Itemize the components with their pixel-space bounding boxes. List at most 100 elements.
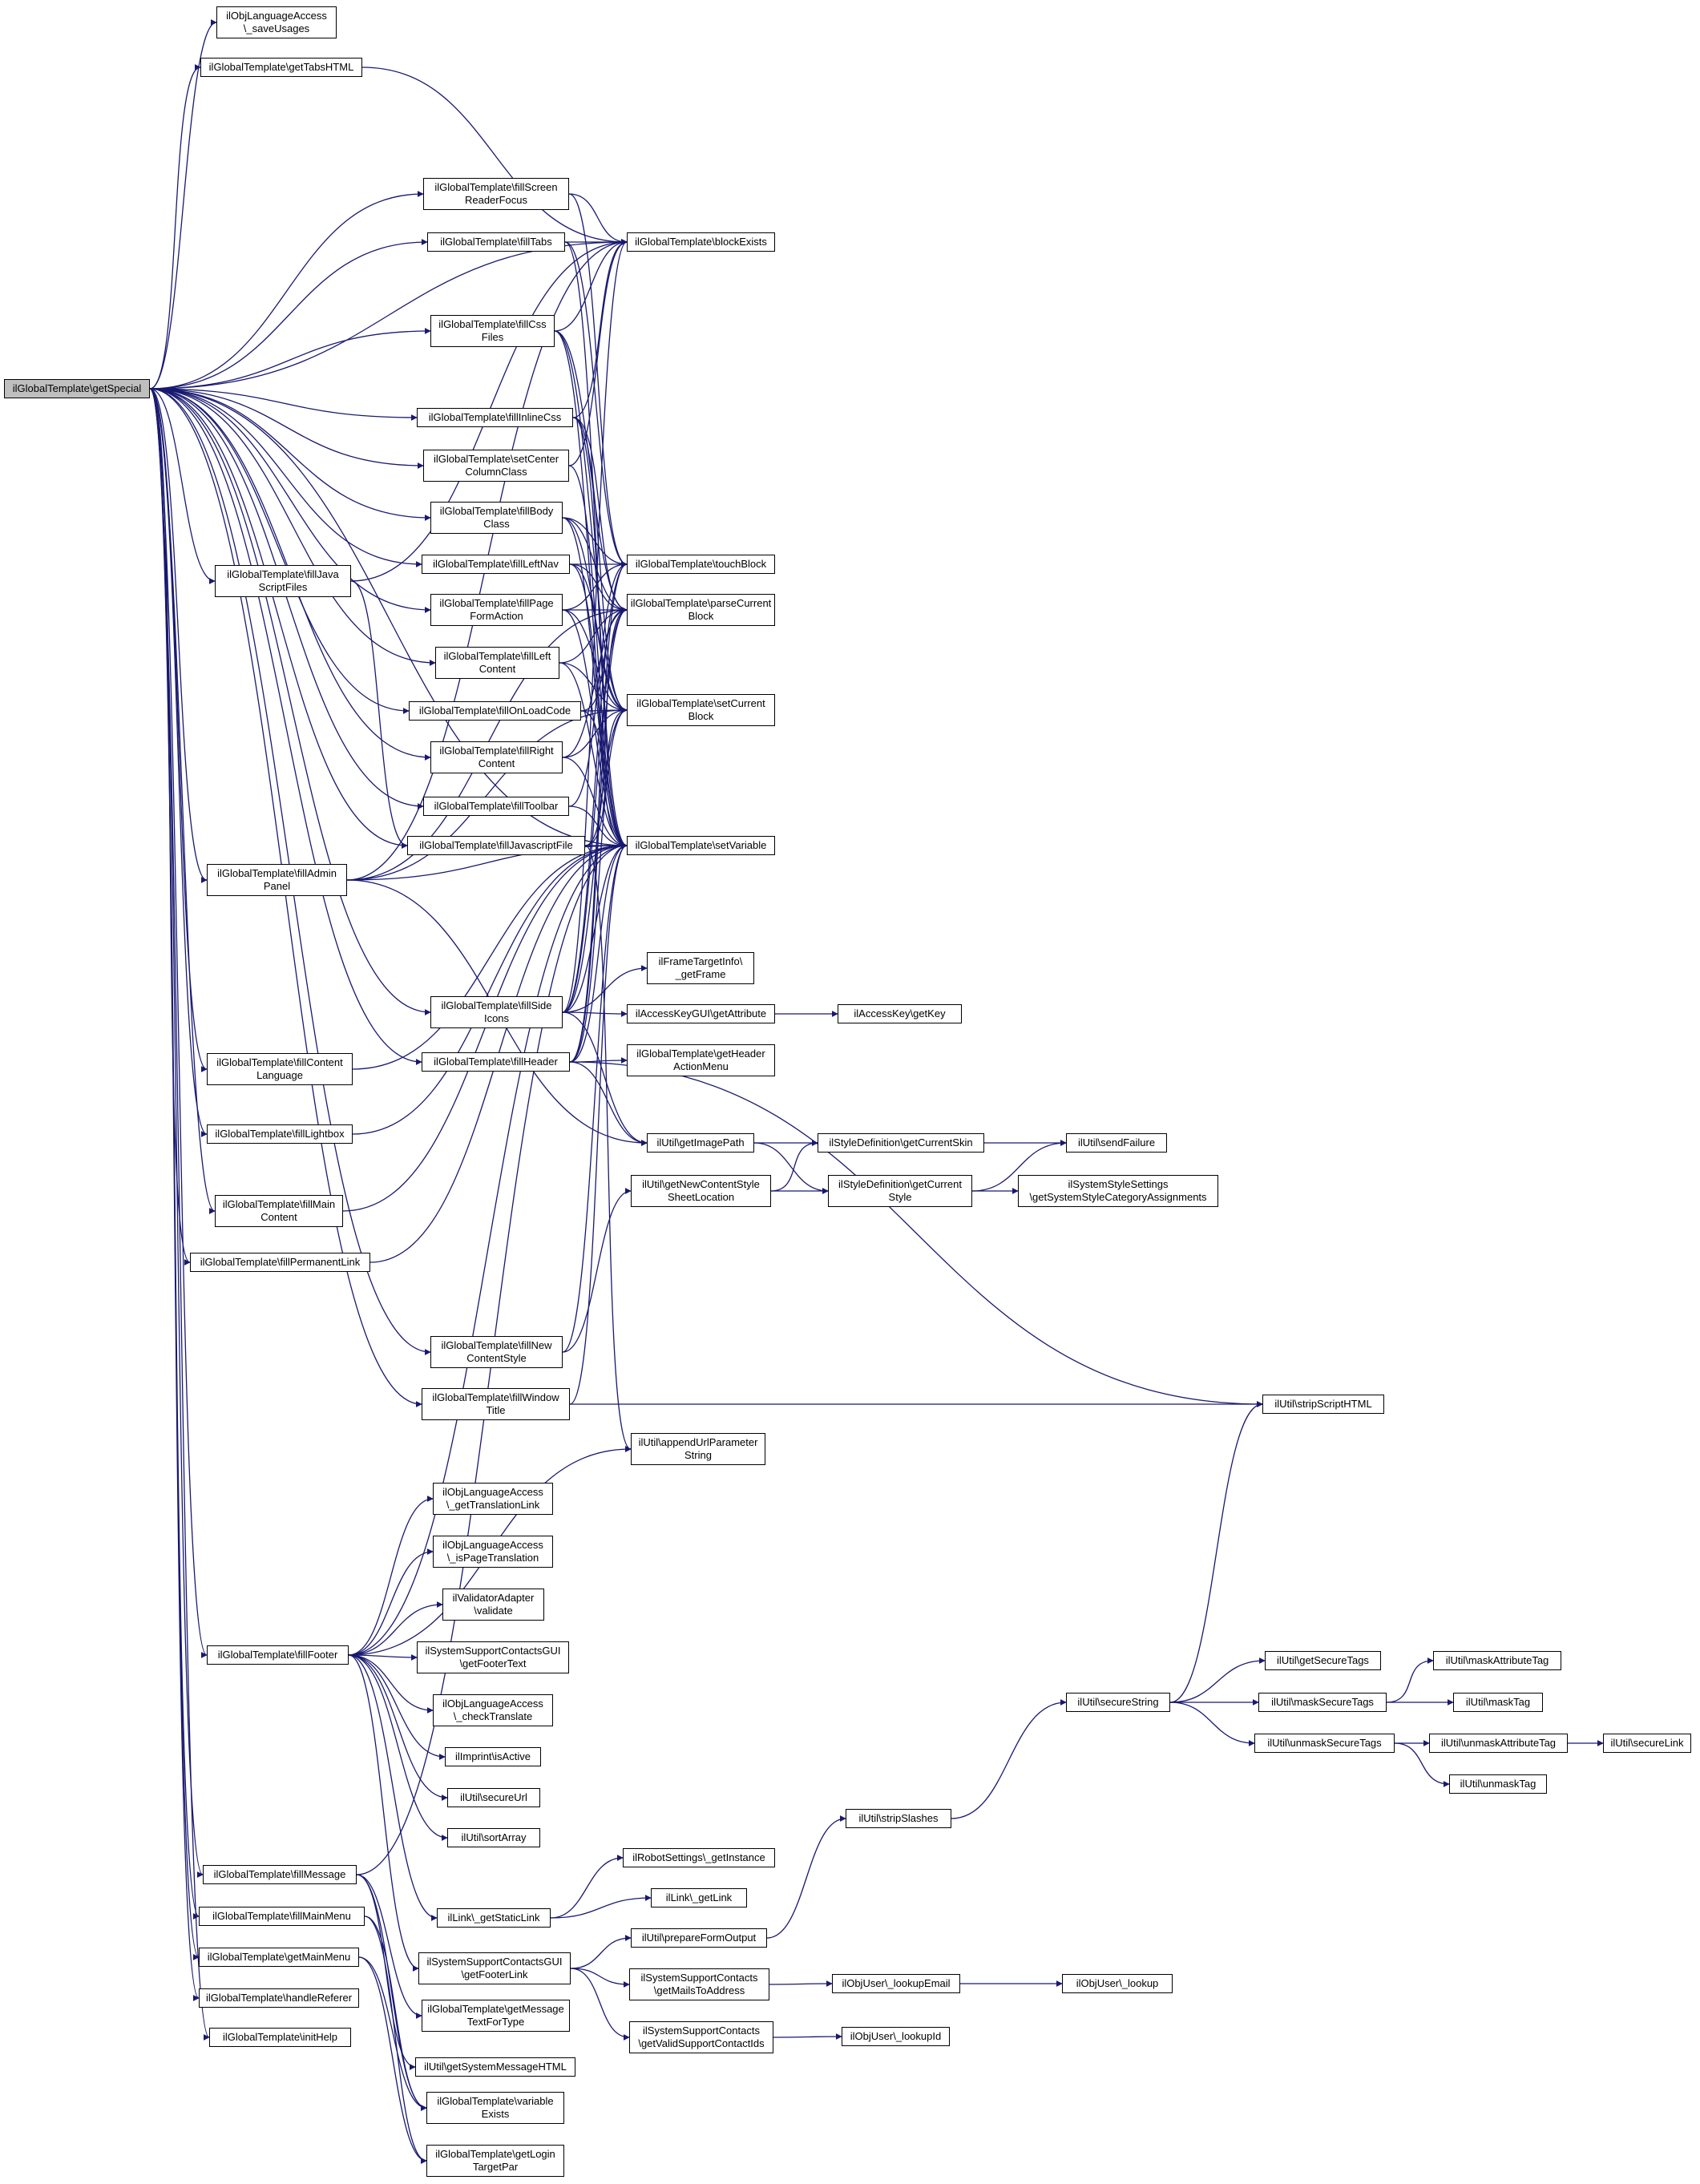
node-sortArray[interactable]: ilUtil\sortArray: [447, 1828, 540, 1847]
node-lookupEmail[interactable]: ilObjUser\_lookupEmail: [832, 1974, 960, 1993]
node-getValidSupportContactIds[interactable]: ilSystemSupportContacts\getValidSupportC…: [629, 2021, 773, 2053]
node-getFrame[interactable]: ilFrameTargetInfo\_getFrame: [647, 952, 754, 984]
node-fillHeader[interactable]: ilGlobalTemplate\fillHeader: [422, 1052, 570, 1072]
node-fillPermanentLink[interactable]: ilGlobalTemplate\fillPermanentLink: [190, 1253, 370, 1272]
node-fillInlineCss[interactable]: ilGlobalTemplate\fillInlineCss: [417, 408, 573, 427]
node-label: Language: [256, 1069, 303, 1081]
node-label: ilUtil\prepareFormOutput: [641, 1932, 757, 1944]
node-setVariable[interactable]: ilGlobalTemplate\setVariable: [627, 836, 775, 855]
node-label: \getMailsToAddress: [653, 1984, 745, 1996]
node-secureLink[interactable]: ilUtil\secureLink: [1603, 1734, 1691, 1753]
node-unmaskSecureTags[interactable]: ilUtil\unmaskSecureTags: [1254, 1734, 1395, 1753]
node-maskAttributeTag[interactable]: ilUtil\maskAttributeTag: [1433, 1651, 1561, 1670]
node-saveUsages[interactable]: ilObjLanguageAccess\_saveUsages: [216, 6, 337, 38]
node-initHelp[interactable]: ilGlobalTemplate\initHelp: [209, 2028, 351, 2047]
node-label: ilUtil\stripScriptHTML: [1274, 1398, 1372, 1410]
node-fillMainMenu[interactable]: ilGlobalTemplate\fillMainMenu: [199, 1907, 365, 1926]
node-getSpecial[interactable]: ilGlobalTemplate\getSpecial: [4, 379, 150, 398]
node-getMailsToAddress[interactable]: ilSystemSupportContacts\getMailsToAddres…: [629, 1968, 769, 2000]
node-unmaskAttributeTag[interactable]: ilUtil\unmaskAttributeTag: [1429, 1734, 1568, 1753]
node-getMainMenu[interactable]: ilGlobalTemplate\getMainMenu: [199, 1948, 359, 1967]
node-maskSecureTags[interactable]: ilUtil\maskSecureTags: [1258, 1693, 1387, 1712]
edge-getSpecial-to-fillBodyClass: [149, 388, 431, 521]
node-getSecureTags[interactable]: ilUtil\getSecureTags: [1265, 1651, 1381, 1670]
edge-setCenterColumnClass-to-setVariable: [568, 465, 628, 849]
node-prepareFormOutput[interactable]: ilUtil\prepareFormOutput: [631, 1928, 767, 1948]
edge-fillLightbox-to-setVariable: [352, 842, 628, 1135]
node-getAttribute[interactable]: ilAccessKeyGUI\getAttribute: [627, 1004, 775, 1023]
node-stripSlashes[interactable]: ilUtil\stripSlashes: [846, 1809, 951, 1828]
node-getFooterText[interactable]: ilSystemSupportContactsGUI\getFooterText: [417, 1641, 569, 1673]
node-getTranslationLink[interactable]: ilObjLanguageAccess\_getTranslationLink: [433, 1483, 553, 1515]
node-label: ContentStyle: [466, 1352, 527, 1364]
node-getLink[interactable]: ilLink\_getLink: [651, 1888, 747, 1907]
node-fillOnLoadCode[interactable]: ilGlobalTemplate\fillOnLoadCode: [409, 701, 581, 721]
node-getStaticLink[interactable]: ilLink\_getStaticLink: [437, 1908, 551, 1928]
node-maskTag[interactable]: ilUtil\maskTag: [1453, 1693, 1543, 1712]
node-getKey[interactable]: ilAccessKey\getKey: [838, 1004, 962, 1023]
node-getRobotInstance[interactable]: ilRobotSettings\_getInstance: [623, 1848, 775, 1867]
node-blockExists[interactable]: ilGlobalTemplate\blockExists: [627, 232, 775, 252]
node-getFooterLink[interactable]: ilSystemSupportContactsGUI\getFooterLink: [418, 1952, 571, 1984]
node-lookup[interactable]: ilObjUser\_lookup: [1062, 1974, 1173, 1993]
node-touchBlock[interactable]: ilGlobalTemplate\touchBlock: [627, 555, 775, 574]
node-label: ilGlobalTemplate\fillAdmin: [217, 867, 337, 879]
node-label: ilLink\_getStaticLink: [447, 1912, 540, 1924]
node-secureString[interactable]: ilUtil\secureString: [1066, 1693, 1170, 1712]
node-label: ilGlobalTemplate\fillHeader: [434, 1056, 558, 1068]
node-getImagePath[interactable]: ilUtil\getImagePath: [647, 1133, 754, 1153]
node-isActive[interactable]: ilImprint\isActive: [445, 1747, 541, 1766]
edge-fillMainMenu-to-getLoginTargetPar: [364, 1916, 427, 2164]
node-fillTabs[interactable]: ilGlobalTemplate\fillTabs: [427, 232, 565, 252]
node-lookupId[interactable]: ilObjUser\_lookupId: [842, 2027, 950, 2046]
node-getSystemMessageHTML[interactable]: ilUtil\getSystemMessageHTML: [415, 2057, 575, 2077]
node-isPageTranslation[interactable]: ilObjLanguageAccess\_isPageTranslation: [433, 1536, 553, 1568]
edge-getSpecial-to-fillCssFiles: [149, 328, 431, 390]
node-fillLightbox[interactable]: ilGlobalTemplate\fillLightbox: [207, 1124, 353, 1144]
node-getTabsHTML[interactable]: ilGlobalTemplate\getTabsHTML: [200, 58, 362, 77]
node-stripScriptHTML[interactable]: ilUtil\stripScriptHTML: [1262, 1395, 1384, 1414]
edge-getSpecial-to-fillMessage: [149, 388, 204, 1878]
node-fillToolbar[interactable]: ilGlobalTemplate\fillToolbar: [423, 797, 569, 816]
edge-getSpecial-to-fillWindowTitle: [149, 388, 422, 1407]
node-handleReferer[interactable]: ilGlobalTemplate\handleReferer: [199, 1988, 359, 2008]
node-fillJavascriptFile[interactable]: ilGlobalTemplate\fillJavascriptFile: [407, 836, 585, 855]
node-validate[interactable]: ilValidatorAdapter\validate: [442, 1589, 544, 1621]
node-secureUrl[interactable]: ilUtil\secureUrl: [447, 1788, 540, 1807]
node-sendFailure[interactable]: ilUtil\sendFailure: [1066, 1133, 1167, 1153]
node-label: \_checkTranslate: [453, 1710, 533, 1722]
node-fillLeftNav[interactable]: ilGlobalTemplate\fillLeftNav: [422, 555, 570, 574]
node-label: ilSystemSupportContacts: [640, 1972, 758, 1984]
node-label: ilGlobalTemplate\getHeader: [636, 1048, 765, 1060]
node-fillMessage[interactable]: ilGlobalTemplate\fillMessage: [203, 1865, 357, 1884]
node-getCurrentSkin[interactable]: ilStyleDefinition\getCurrentSkin: [818, 1133, 984, 1153]
node-checkTranslate[interactable]: ilObjLanguageAccess\_checkTranslate: [433, 1694, 553, 1726]
node-label: ilUtil\secureLink: [1610, 1737, 1684, 1749]
node-fillFooter[interactable]: ilGlobalTemplate\fillFooter: [207, 1645, 349, 1665]
node-getSystemStyleCategoryAssignments[interactable]: ilSystemStyleSettings\getSystemStyleCate…: [1018, 1175, 1218, 1207]
node-unmaskTag[interactable]: ilUtil\unmaskTag: [1449, 1774, 1547, 1794]
